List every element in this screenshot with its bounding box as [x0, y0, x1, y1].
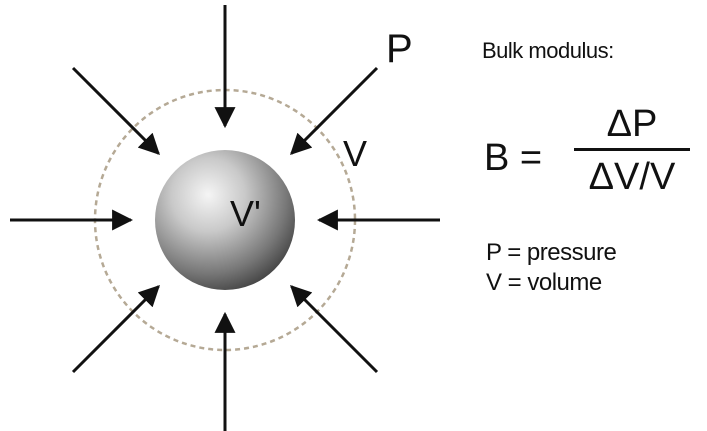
- symbol-legend: P = pressure V = volume: [486, 238, 617, 298]
- formula-numerator: ΔP: [606, 103, 658, 145]
- pressure-arrow-from-up-left: [71, 66, 160, 155]
- pressure-arrow-from-down-left: [71, 285, 160, 374]
- formula-fraction: ΔP ΔV/V: [574, 102, 690, 199]
- fraction-bar: [574, 148, 690, 151]
- pressure-arrow-from-up-right: [290, 66, 379, 155]
- pressure-arrow-from-down-right: [290, 285, 379, 374]
- pressure-arrows: [10, 5, 440, 431]
- pressure-symbol: P: [386, 27, 413, 71]
- legend-volume: V = volume: [486, 269, 602, 296]
- initial-volume-label: V: [343, 133, 367, 174]
- compressed-volume-label: V': [230, 193, 261, 234]
- bulk-modulus-formula: B = ΔP ΔV/V: [482, 102, 702, 222]
- explanation-panel: Bulk modulus: B = ΔP ΔV/V P = pressure V…: [482, 28, 702, 328]
- formula-lhs: B =: [484, 137, 543, 179]
- bulk-modulus-heading: Bulk modulus:: [482, 38, 614, 63]
- formula-denominator: ΔV/V: [588, 156, 676, 198]
- compressed-sphere: [155, 150, 295, 290]
- legend-pressure: P = pressure: [486, 239, 617, 266]
